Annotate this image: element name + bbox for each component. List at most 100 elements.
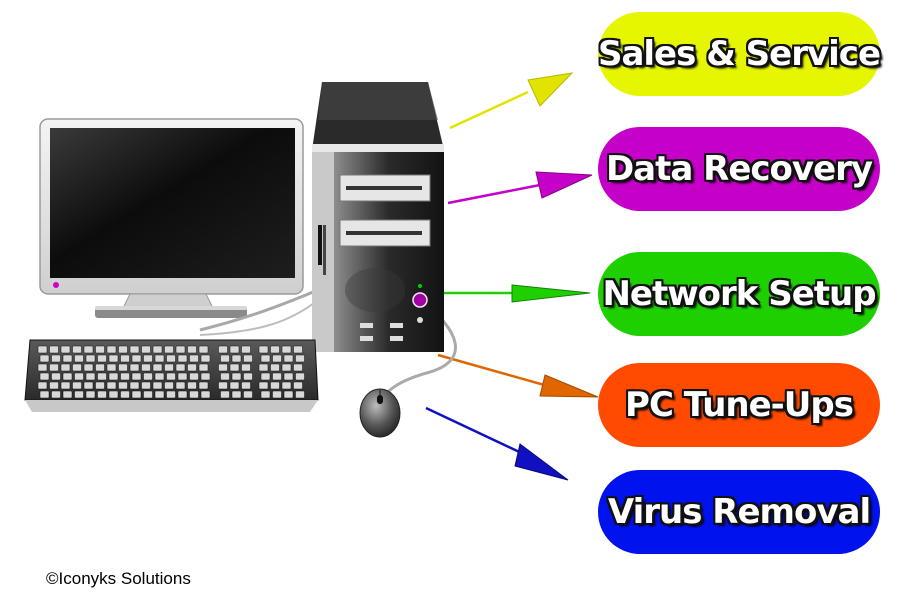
keyboard-key bbox=[260, 390, 271, 399]
keyboard-key bbox=[62, 354, 73, 363]
keyboard-key bbox=[260, 354, 271, 363]
keyboard-key bbox=[129, 363, 140, 372]
keyboard-key bbox=[200, 372, 211, 381]
service-label: Sales & Service bbox=[597, 34, 881, 74]
keyboard-key bbox=[143, 372, 153, 381]
keyboard-key bbox=[272, 372, 282, 381]
keyboard-key bbox=[177, 390, 188, 399]
keyboard-key bbox=[97, 372, 107, 381]
keyboard-key bbox=[175, 381, 186, 390]
keyboard-key bbox=[272, 354, 282, 363]
keyboard-key bbox=[108, 390, 119, 399]
keyboard-key bbox=[60, 381, 71, 390]
keyboard-key bbox=[295, 390, 305, 399]
keyboard-key bbox=[272, 390, 282, 399]
keyboard-key bbox=[51, 390, 61, 399]
keyboard-key bbox=[241, 345, 251, 354]
keyboard-key bbox=[187, 381, 197, 390]
keyboard-key bbox=[231, 372, 242, 381]
keyboard-key bbox=[131, 390, 142, 399]
keyboard-key bbox=[241, 381, 251, 390]
keyboard-key bbox=[187, 363, 197, 372]
keyboard-key bbox=[106, 345, 117, 354]
keyboard-key bbox=[177, 354, 188, 363]
keyboard-key bbox=[49, 363, 59, 372]
keyboard-key bbox=[218, 363, 228, 372]
arrow-pctune bbox=[437, 353, 599, 398]
keyboard-key bbox=[241, 363, 251, 372]
service-pill-network-setup: Network Setup bbox=[598, 252, 880, 336]
service-label: Network Setup bbox=[602, 274, 876, 314]
keyboard-key bbox=[166, 354, 176, 363]
service-pill-data-recovery: Data Recovery bbox=[598, 127, 880, 211]
service-pill-pc-tune-ups: PC Tune-Ups bbox=[598, 363, 880, 447]
tower-icon bbox=[312, 82, 444, 352]
keyboard-key bbox=[97, 354, 107, 363]
keyboard-key bbox=[39, 390, 50, 399]
keyboard-key bbox=[129, 345, 140, 354]
keyboard-key bbox=[95, 363, 105, 372]
keyboard-key bbox=[74, 354, 84, 363]
keyboard-key bbox=[283, 372, 294, 381]
monitor-icon bbox=[39, 118, 304, 318]
keyboard-key bbox=[83, 381, 94, 390]
keyboard-key bbox=[164, 345, 174, 354]
keyboard-key bbox=[154, 390, 165, 399]
keyboard-key bbox=[62, 390, 73, 399]
keyboard-key bbox=[231, 354, 242, 363]
arrow-data bbox=[447, 171, 593, 205]
keyboard-key bbox=[37, 363, 48, 372]
keyboard-key bbox=[198, 381, 209, 390]
keyboard-key bbox=[108, 354, 119, 363]
keyboard-key bbox=[200, 354, 211, 363]
keyboard-key bbox=[164, 363, 174, 372]
keyboard-key bbox=[95, 345, 105, 354]
keyboard-key bbox=[295, 354, 305, 363]
keyboard-key bbox=[131, 372, 142, 381]
keyboard-key bbox=[198, 345, 209, 354]
service-label: Data Recovery bbox=[605, 149, 873, 189]
keyboard-key bbox=[229, 345, 240, 354]
mouse-icon bbox=[359, 388, 401, 438]
keyboard-key bbox=[141, 363, 151, 372]
copyright-text: ©Iconyks Solutions bbox=[46, 569, 191, 588]
keyboard-key bbox=[49, 345, 59, 354]
keyboard-key bbox=[177, 372, 188, 381]
keyboard-key bbox=[281, 345, 292, 354]
keyboard-key bbox=[187, 345, 197, 354]
keyboard-key bbox=[270, 363, 280, 372]
keyboard-key bbox=[189, 372, 199, 381]
keyboard-key bbox=[51, 372, 61, 381]
keyboard-key bbox=[131, 354, 142, 363]
keyboard-key bbox=[118, 381, 128, 390]
keyboard-key bbox=[108, 372, 119, 381]
keyboard-key bbox=[72, 381, 82, 390]
keyboard-key bbox=[152, 381, 163, 390]
keyboard-key bbox=[200, 390, 211, 399]
keyboard-key bbox=[229, 363, 240, 372]
keyboard-key bbox=[198, 363, 209, 372]
service-pill-sales-service: Sales & Service bbox=[597, 12, 881, 96]
keyboard-key bbox=[141, 381, 151, 390]
keyboard-key bbox=[74, 390, 84, 399]
keyboard-key bbox=[218, 381, 228, 390]
keyboard-key bbox=[166, 372, 176, 381]
keyboard-key bbox=[120, 354, 130, 363]
keyboard-key bbox=[295, 372, 305, 381]
keyboard-key bbox=[243, 354, 253, 363]
keyboard-key bbox=[51, 354, 61, 363]
keyboard-key bbox=[258, 381, 269, 390]
keyboard-key bbox=[95, 381, 105, 390]
keyboard-key bbox=[270, 345, 280, 354]
keyboard-key bbox=[37, 345, 48, 354]
keyboard-key bbox=[243, 372, 253, 381]
service-label: Virus Removal bbox=[607, 492, 871, 532]
keyboard-key bbox=[143, 390, 153, 399]
keyboard-key bbox=[120, 390, 130, 399]
keyboard-key bbox=[85, 372, 96, 381]
keyboard-key bbox=[49, 381, 59, 390]
keyboard-key bbox=[281, 381, 292, 390]
keyboard-key bbox=[231, 390, 242, 399]
keyboard-key bbox=[281, 363, 292, 372]
